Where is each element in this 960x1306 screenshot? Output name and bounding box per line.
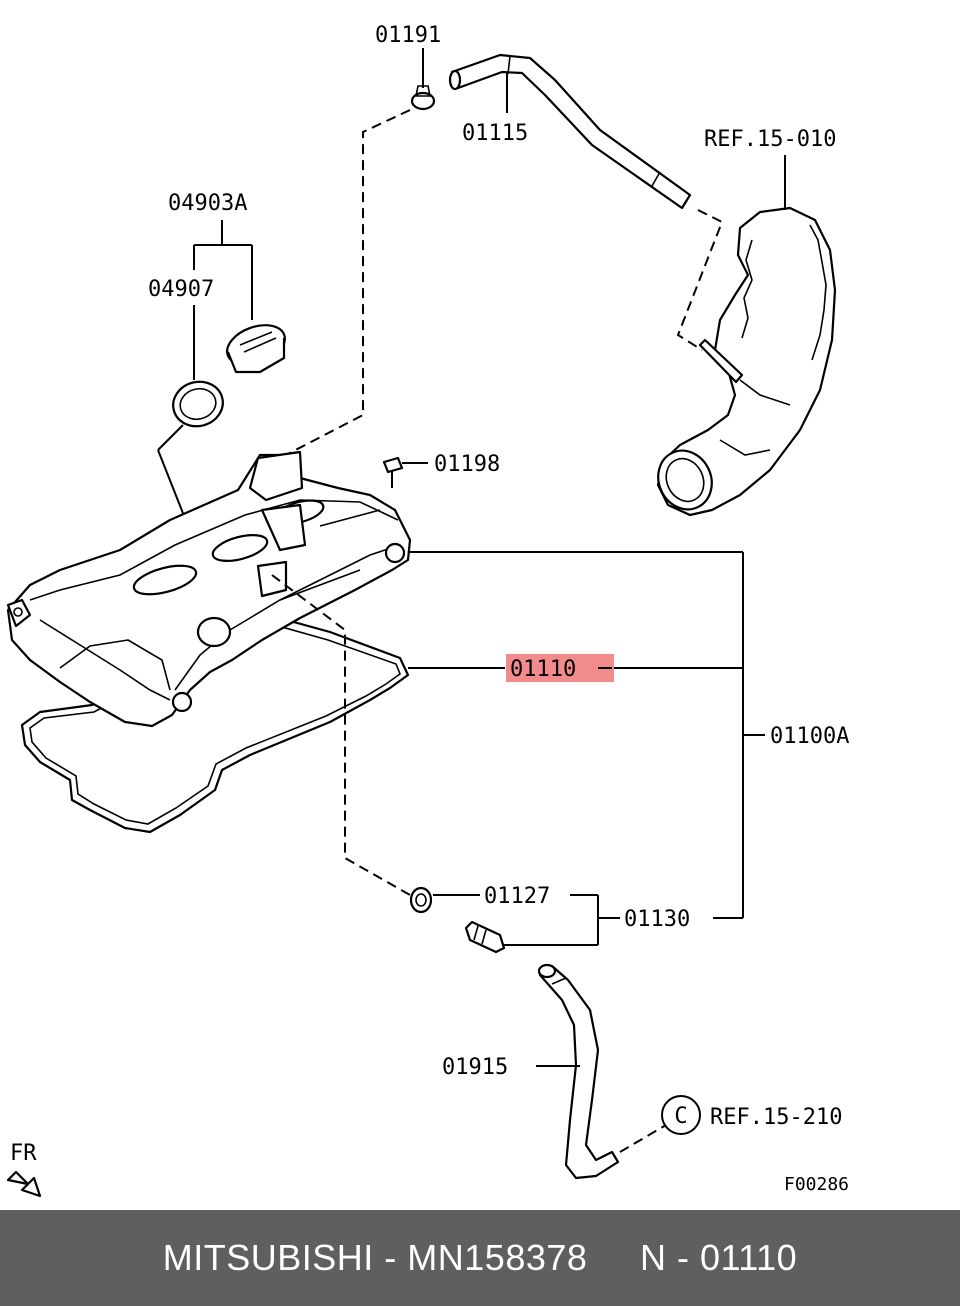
spacer: [587, 1237, 640, 1279]
rocker-cover: [6, 450, 412, 728]
fr-arrow: [6, 1170, 42, 1198]
svg-text:C: C: [674, 1104, 687, 1129]
index-prefix: N: [639, 1237, 667, 1278]
air-intake-hose: [656, 206, 837, 517]
label-01915: 01915: [442, 1055, 508, 1080]
hose-nipple: [698, 338, 744, 384]
label-01130: 01130: [624, 907, 690, 932]
label-01198: 01198: [434, 452, 500, 477]
parts-diagram: 01110 C 01191 01115 REF.15-010 04903A 04…: [6, 23, 849, 1198]
oil-filler-cap: [226, 324, 286, 374]
bolt-01198: [382, 456, 404, 488]
brand-name: MITSUBISHI: [162, 1237, 374, 1278]
label-ref-15-210: REF.15-210: [710, 1105, 842, 1130]
hose-01115: [448, 53, 692, 210]
separator-2: -: [666, 1237, 700, 1278]
label-01191: 01191: [375, 23, 441, 48]
clamp-01191: [410, 85, 436, 111]
label-04903A: 04903A: [168, 191, 247, 216]
highlight-01110: [506, 654, 614, 682]
figure-code: F00286: [784, 1174, 849, 1195]
label-01127: 01127: [484, 884, 550, 909]
hose-01915: [537, 963, 620, 1180]
separator: -: [373, 1237, 408, 1278]
index-number: 01110: [699, 1237, 798, 1278]
part-number: MN158378: [407, 1237, 588, 1278]
pcv-valve-01130: [464, 920, 506, 954]
part-info-footer: MITSUBISHI - MN158378 N - 01110: [0, 1210, 960, 1306]
label-ref-15-010: REF.15-010: [704, 127, 836, 152]
ref-c-circle: C: [661, 1095, 701, 1135]
label-04907: 04907: [148, 277, 214, 302]
grommet-01127: [409, 886, 433, 914]
label-01110: 01110: [510, 657, 576, 682]
label-01115: 01115: [462, 121, 528, 146]
label-01100A: 01100A: [770, 724, 849, 749]
label-fr: FR: [10, 1141, 37, 1166]
oil-cap-gasket: [172, 380, 224, 428]
